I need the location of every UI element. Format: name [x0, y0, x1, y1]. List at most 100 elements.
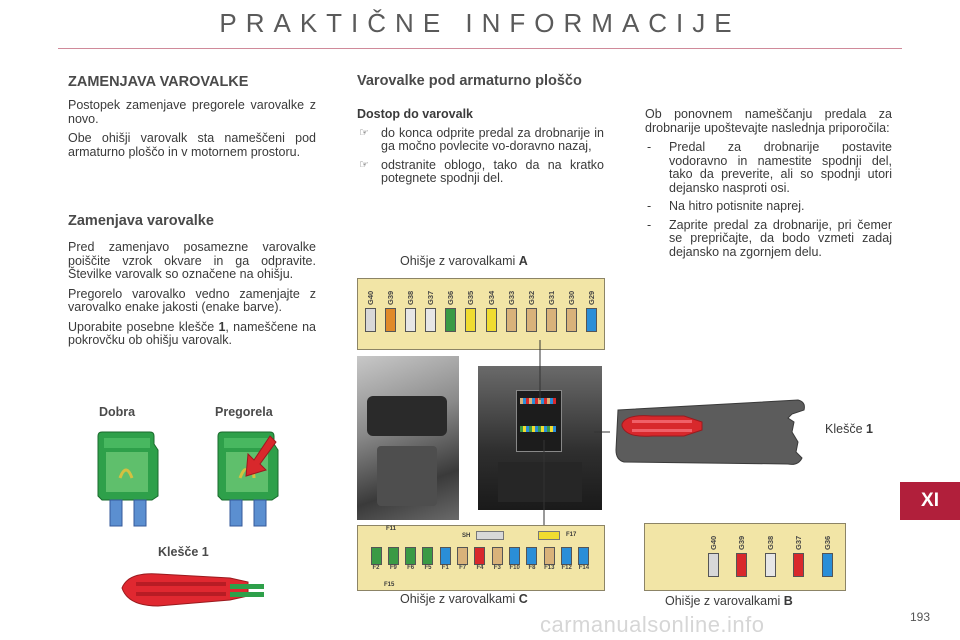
- fuse-slot: F14: [576, 544, 592, 578]
- fuse-slot: G31: [544, 283, 560, 343]
- fuse-label: F2: [372, 565, 380, 571]
- pointer-lines: [539, 340, 610, 526]
- fuse[interactable]: [561, 547, 573, 565]
- fuse[interactable]: [546, 308, 558, 332]
- fuse-label: G40: [365, 290, 375, 305]
- fuse-label: G31: [547, 290, 557, 305]
- reinstall-steps: -Predal za drobnarije postavite vodoravn…: [645, 140, 892, 259]
- access-section: Dostop do varovalk ☞do konca odprite pre…: [357, 107, 604, 191]
- fuse[interactable]: [474, 547, 486, 565]
- fuse-slot: F10: [507, 544, 523, 578]
- fuse-label: G30: [567, 290, 577, 305]
- fuse-slot: F7: [455, 544, 471, 578]
- fuse[interactable]: [384, 308, 396, 332]
- list-item: ☞do konca odprite predal za drobnarije i…: [359, 125, 604, 153]
- fuse-slot: F6: [403, 544, 419, 578]
- fuse[interactable]: [793, 553, 804, 577]
- fuse-label: G35: [466, 290, 476, 305]
- fuse[interactable]: [457, 547, 469, 565]
- fuse[interactable]: [764, 553, 776, 577]
- fuse-label: F12: [561, 565, 572, 571]
- fuse-label: F10: [509, 565, 520, 571]
- fuse[interactable]: [736, 553, 747, 577]
- fuse-slot: G39: [382, 283, 398, 343]
- fuse[interactable]: [422, 547, 434, 565]
- fuse-slot: G38: [762, 528, 778, 586]
- fuse-label: F8: [528, 565, 536, 571]
- fuse[interactable]: [543, 547, 555, 565]
- fuse-label: F5: [424, 565, 432, 571]
- fuse[interactable]: [387, 547, 399, 565]
- fuse-label: G40: [708, 535, 718, 550]
- fuse[interactable]: [370, 547, 382, 565]
- right-column: Ob ponovnem nameščanju predala za drobna…: [645, 107, 892, 264]
- fuse-slot: G38: [402, 283, 418, 343]
- fuse-label: G29: [587, 290, 597, 305]
- fuse-slot: G40: [362, 283, 378, 343]
- fuse[interactable]: [821, 553, 833, 577]
- fuse-label: F13: [544, 565, 555, 571]
- fuse[interactable]: [566, 308, 578, 332]
- left-column: ZAMENJAVA VAROVALKE Postopek zamenjave p…: [68, 74, 316, 165]
- fuse-label: G36: [446, 290, 456, 305]
- hand-pointer-icon: ☞: [359, 126, 369, 139]
- fuse[interactable]: [525, 308, 537, 332]
- fuse[interactable]: [586, 308, 598, 332]
- fuse-label: F6: [407, 565, 415, 571]
- fuse-slot: F2: [368, 544, 384, 578]
- fuse[interactable]: [509, 547, 521, 565]
- fuse[interactable]: [526, 547, 538, 565]
- box-c-caption: Ohišje z varovalkami C: [400, 592, 528, 606]
- chapter-tab[interactable]: XI: [900, 482, 960, 520]
- fuse-slot: G33: [503, 283, 519, 343]
- fuse[interactable]: [578, 547, 590, 565]
- pliers-illustration: [121, 573, 264, 607]
- fuse-slot: F3: [489, 544, 505, 578]
- pliers-label: Klešče 1: [158, 545, 209, 559]
- fuse[interactable]: [505, 308, 517, 332]
- fuse-label: F3: [493, 565, 501, 571]
- fuse-label-top: SH: [462, 533, 471, 539]
- fuse[interactable]: [485, 308, 497, 332]
- fuse[interactable]: [404, 308, 416, 332]
- reinstall-intro: Ob ponovnem nameščanju predala za drobna…: [645, 107, 892, 135]
- header-divider: [58, 48, 902, 49]
- fuse[interactable]: [425, 308, 437, 332]
- fuse[interactable]: [707, 553, 719, 577]
- fuse-label: F7: [459, 565, 467, 571]
- fuse[interactable]: [439, 547, 451, 565]
- good-fuse-label: Dobra: [99, 405, 136, 419]
- location-paragraph: Obe ohišji varovalk sta nameščeni pod ar…: [68, 131, 316, 159]
- fuse-slot: F9: [385, 544, 401, 578]
- fuse-slot: G37: [791, 528, 807, 586]
- replace-paragraph: Pregorelo varovalko vedno zamenjajte z v…: [68, 286, 316, 314]
- fuse-slot: F4: [472, 544, 488, 578]
- box-b-caption: Ohišje z varovalkami B: [665, 594, 793, 608]
- pliers-paragraph: Uporabite posebne klešče 1, nameščene na…: [68, 319, 316, 347]
- fuse-label: F1: [441, 565, 449, 571]
- fuse[interactable]: [405, 547, 417, 565]
- left-sub-column: Zamenjava varovalke Pred zamenjavo posam…: [68, 213, 316, 354]
- fuse-slot: G30: [564, 283, 580, 343]
- fuse-slot: G35: [463, 283, 479, 343]
- fuse-slot: F12: [559, 544, 575, 578]
- fuse-label: G39: [385, 290, 395, 305]
- fuse-slot: F13: [541, 544, 557, 578]
- fuse[interactable]: [445, 308, 457, 332]
- dashboard-fuses-title: Varovalke pod armaturno ploščo: [357, 73, 582, 89]
- fuse-slot: G40: [705, 528, 721, 586]
- access-title: Dostop do varovalk: [357, 107, 473, 121]
- fuse-label-top: F17: [566, 532, 577, 538]
- fuse-slot: G32: [523, 283, 539, 343]
- fuse[interactable]: [364, 308, 376, 332]
- fuse-label: G32: [526, 290, 536, 305]
- fuse[interactable]: [465, 308, 477, 332]
- fuse-slot: G39: [734, 528, 750, 586]
- list-item: ☞odstranite oblogo, tako da na kratko po…: [359, 157, 604, 185]
- fuse[interactable]: [491, 547, 503, 565]
- fuse-label: G37: [794, 535, 803, 550]
- fuse-slot: F5: [420, 544, 436, 578]
- fuse-label: G33: [506, 290, 516, 305]
- fuse-label: G38: [765, 535, 775, 550]
